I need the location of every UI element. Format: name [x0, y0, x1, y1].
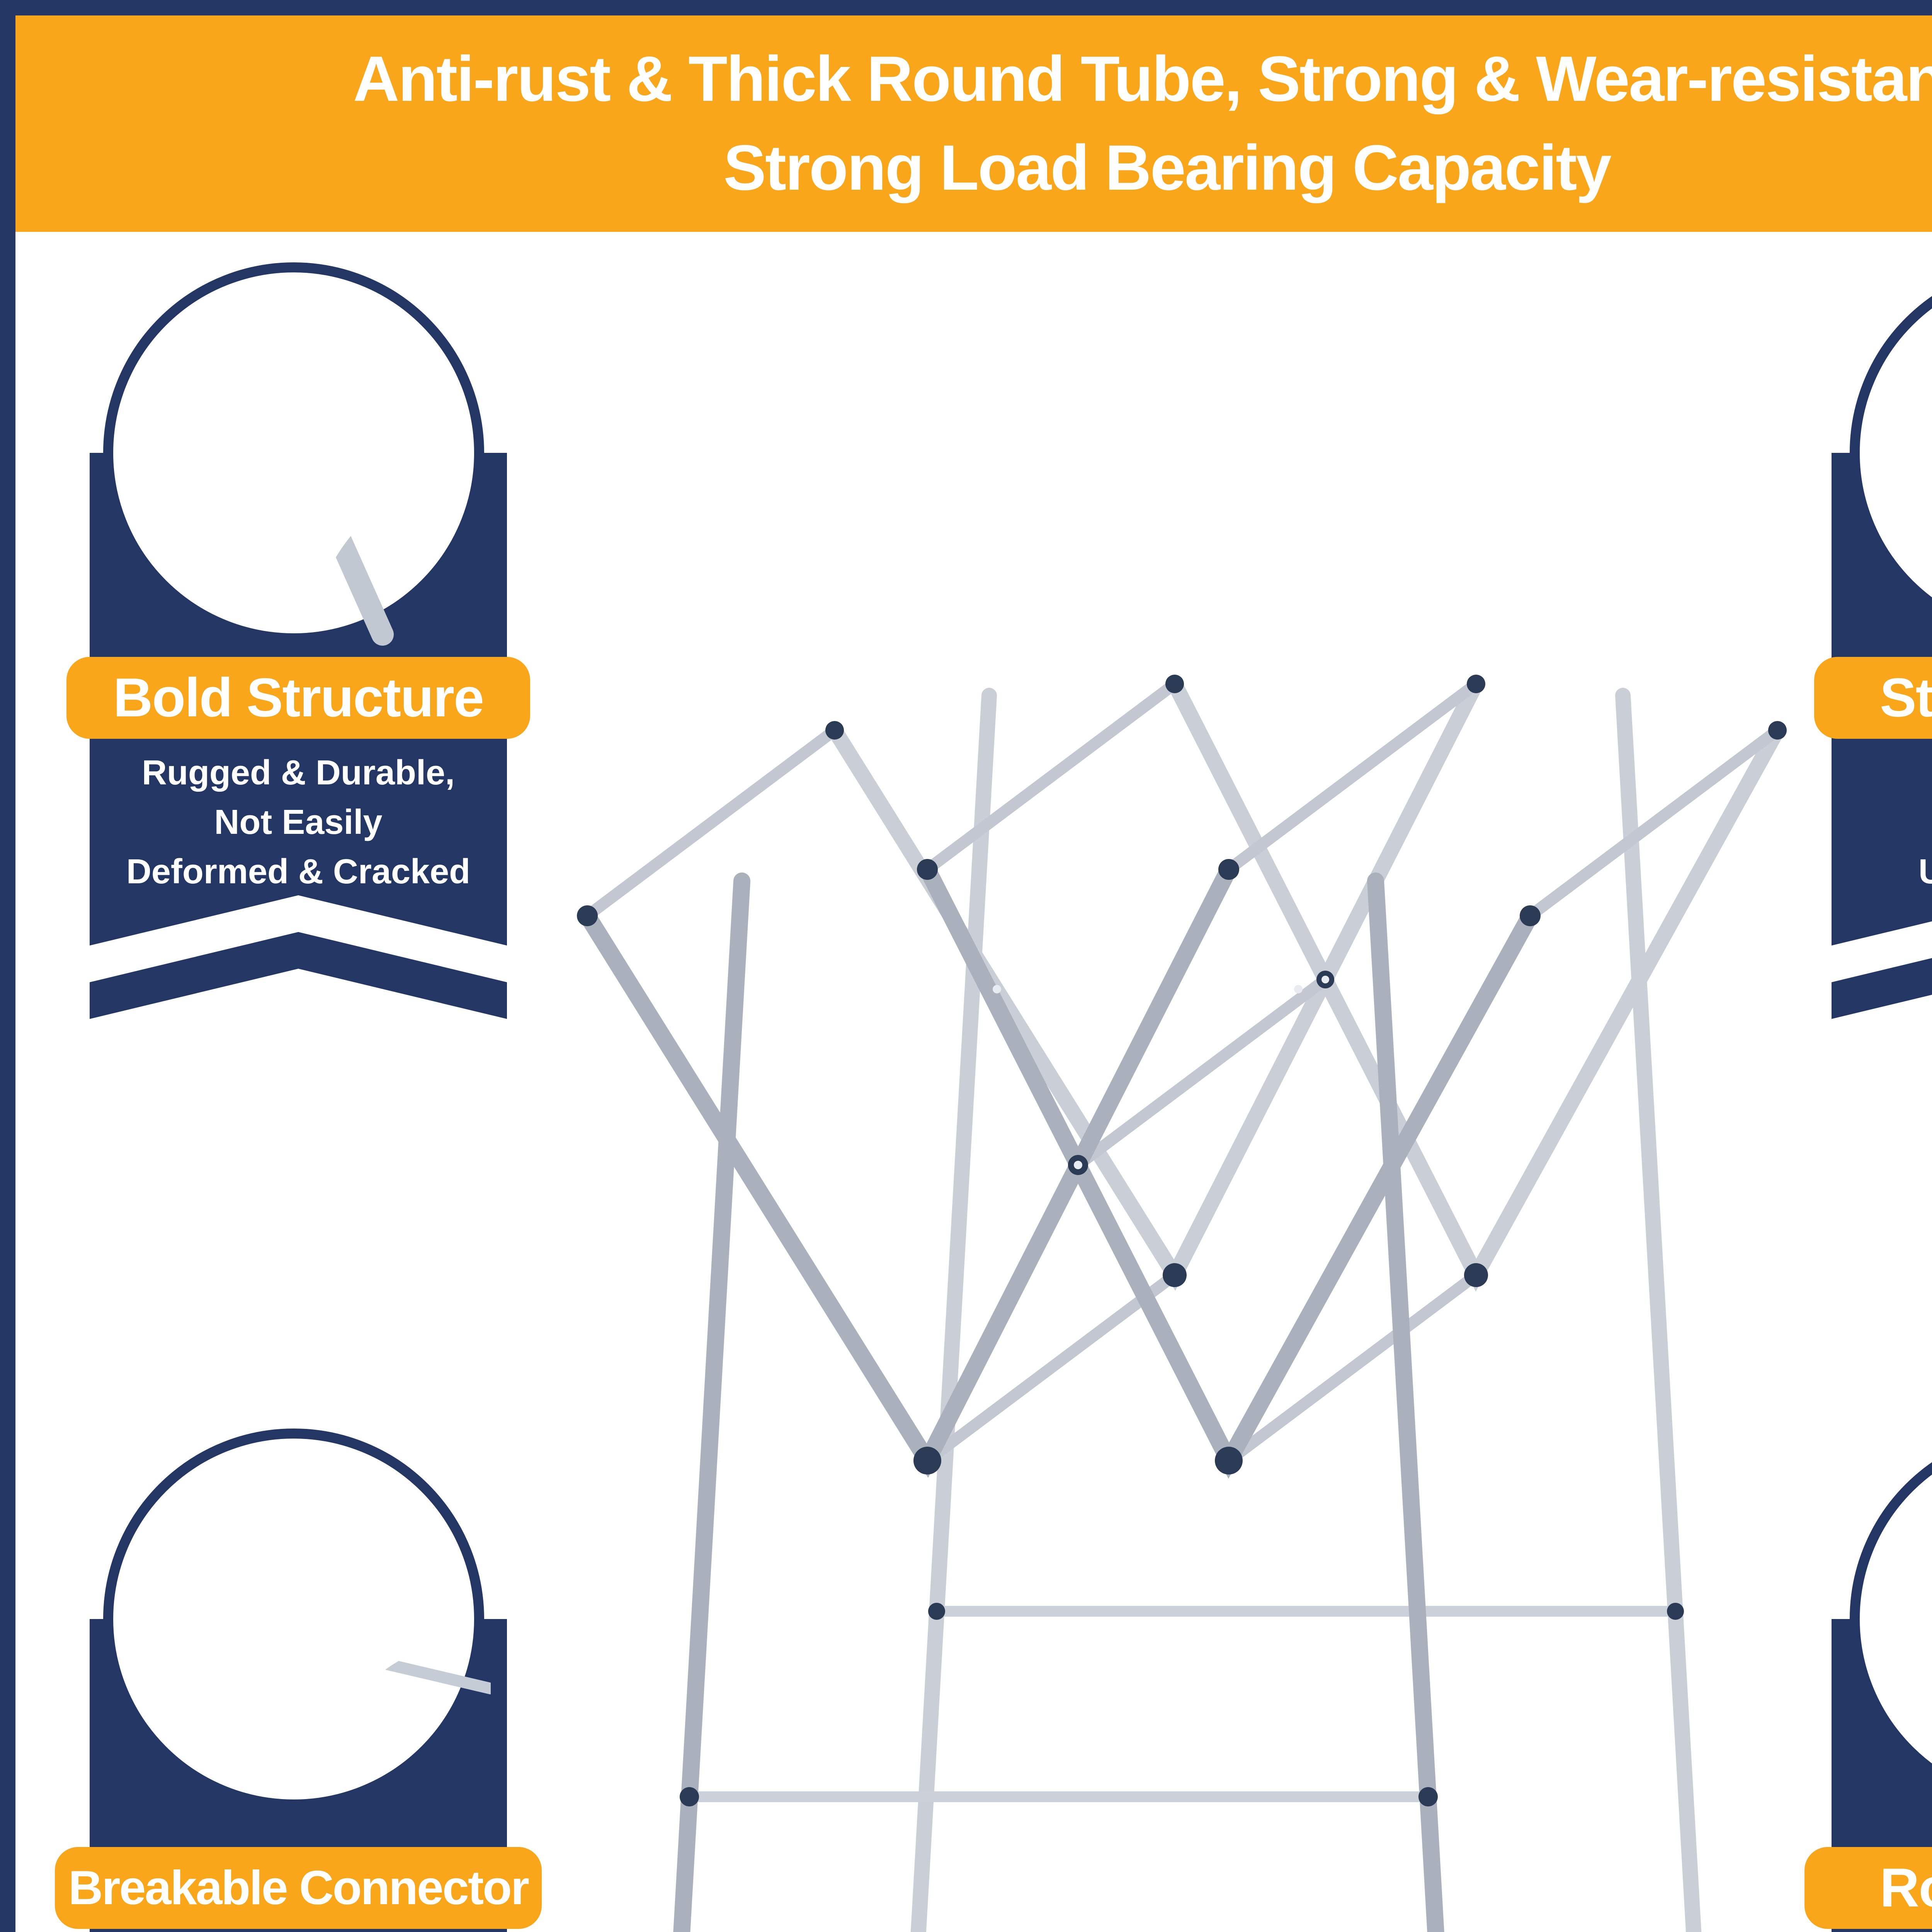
- desc-line: Sturdy &: [1832, 748, 1932, 798]
- frame-border-top: [0, 0, 1932, 15]
- feature-label-strong-rods: Strong Rods: [1814, 657, 1932, 739]
- title-line-2: Strong Load Bearing Capacity: [723, 132, 1612, 204]
- feature-desc-top-left: Rugged & Durable, Not Easily Deformed & …: [90, 748, 507, 896]
- desc-line: Deformed & Cracked: [126, 852, 471, 891]
- desc-line: Rugged & Durable,: [141, 753, 455, 792]
- desc-line: Practically: [1832, 798, 1932, 847]
- ribbon-chevron-stripe: [1832, 958, 1932, 1019]
- feature-desc-top-right: Sturdy & Practically Unique Design: [1832, 748, 1932, 896]
- feature-label-breakable-connector: Breakable Connector: [55, 1847, 542, 1929]
- feature-label-text: Breakable Connector: [68, 1861, 529, 1915]
- feature-label-rock-steady: Rock Steady: [1804, 1847, 1932, 1929]
- desc-line: Not Easily: [214, 803, 383, 842]
- rod-connector-photo: [103, 1429, 491, 1810]
- title-banner: Anti-rust & Thick Round Tube, Strong & W…: [15, 15, 1932, 232]
- frame-border-left: [0, 0, 15, 1932]
- feature-label-text: Strong Rods: [1880, 667, 1932, 728]
- title-line-1: Anti-rust & Thick Round Tube, Strong & W…: [353, 43, 1932, 115]
- desc-line: Unique Design: [1918, 852, 1932, 891]
- leg-foot-photo: [1850, 1462, 1932, 1776]
- feature-label-bold-structure: Bold Structure: [66, 657, 530, 739]
- drying-rods-photo: [1850, 296, 1932, 610]
- drying-rack-photo: [577, 675, 1787, 1932]
- feature-label-text: Rock Steady: [1879, 1857, 1932, 1918]
- ribbon-chevron-stripe: [90, 932, 507, 1019]
- feature-label-text: Bold Structure: [113, 667, 484, 728]
- frame-x-joint-photo: [103, 262, 484, 646]
